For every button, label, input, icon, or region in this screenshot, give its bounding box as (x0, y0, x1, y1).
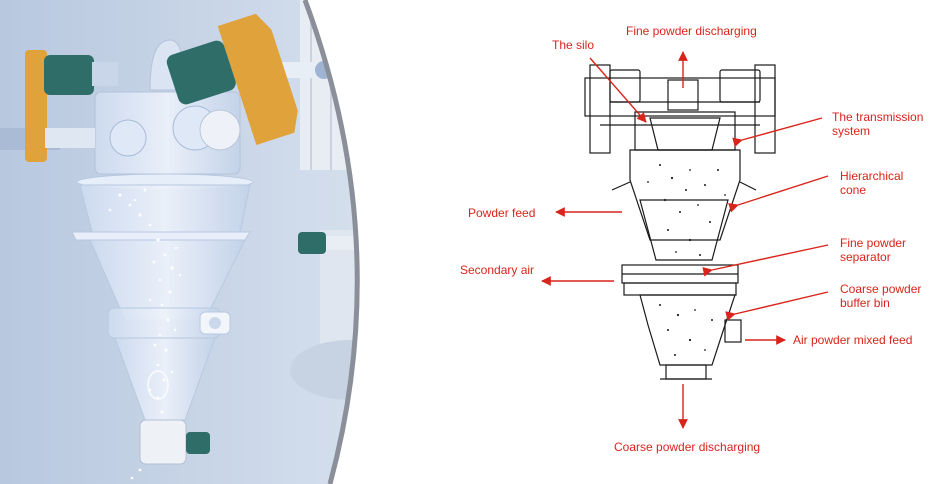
label-transmission-system: The transmission system (832, 110, 924, 138)
label-powder-feed: Powder feed (468, 206, 536, 220)
label-air-powder-mixed-feed: Air powder mixed feed (793, 333, 913, 347)
label-coarse-powder-buffer-bin: Coarse powder buffer bin (840, 282, 922, 310)
label-the-silo: The silo (552, 38, 595, 52)
valve-motor-icon (186, 432, 210, 454)
label-hierarchical-cone: Hierarchical cone (840, 169, 904, 197)
left-motor-icon (44, 55, 94, 95)
label-fine-powder-discharging: Fine powder discharging (626, 24, 757, 38)
classifier-3d-render (0, 0, 360, 484)
label-secondary-air: Secondary air (460, 263, 535, 277)
side-motor-icon (298, 232, 326, 254)
label-fine-powder-separator: Fine powder separator (840, 236, 907, 264)
label-coarse-powder-discharging: Coarse powder discharging (614, 440, 761, 454)
right-motor-icon (166, 40, 236, 105)
